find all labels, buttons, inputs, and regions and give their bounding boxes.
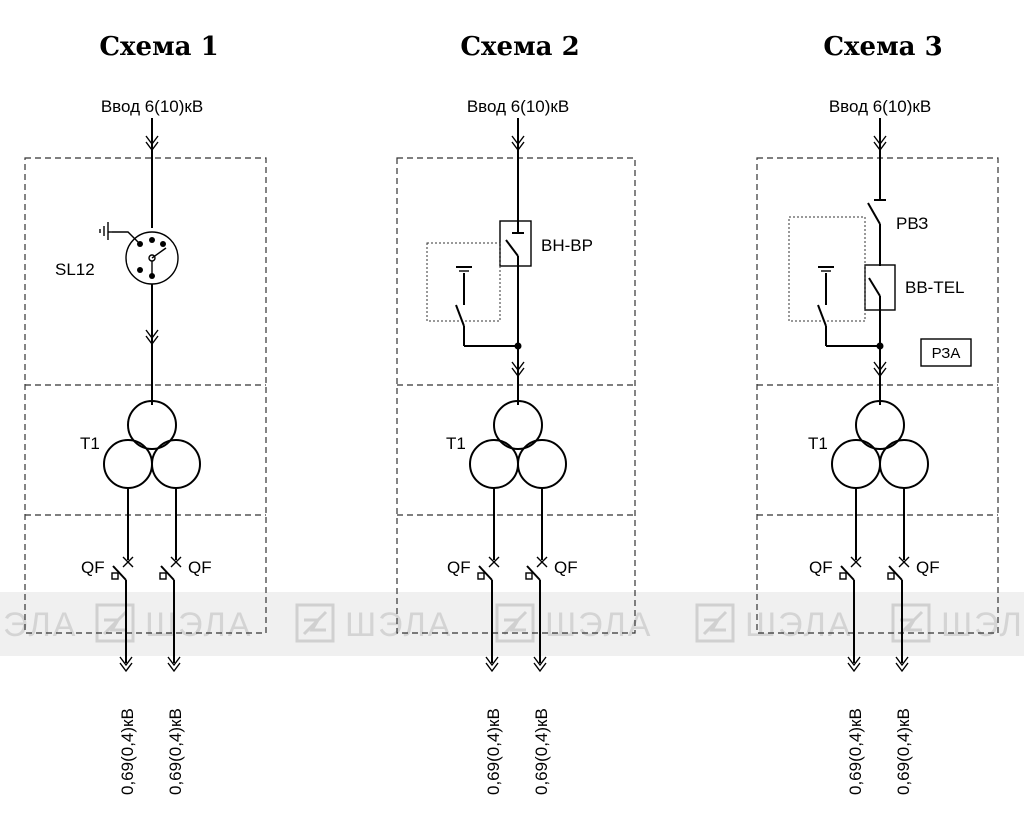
- cable-lug-icon: [873, 361, 887, 378]
- load-break-switch: [499, 220, 532, 350]
- switch-label: SL12: [55, 260, 95, 279]
- circuit-breaker-qf: [887, 556, 910, 581]
- breaker-label: QF: [554, 558, 578, 577]
- output-label: 0,69(0,4)кВ: [894, 708, 913, 795]
- input-label: Ввод 6(10)кВ: [467, 97, 569, 116]
- shela-logo-icon: [695, 603, 735, 643]
- transformer-label: T1: [808, 434, 828, 453]
- cable-lug-icon: [119, 656, 133, 673]
- cable-lug-icon: [533, 656, 547, 673]
- shela-logo-icon: [95, 603, 135, 643]
- watermark-text: ШЭЛА: [0, 606, 77, 644]
- ground-icon: [99, 222, 112, 240]
- circuit-breaker-qf: [477, 556, 500, 581]
- cable-lug-icon: [511, 361, 525, 378]
- transformer-label: T1: [446, 434, 466, 453]
- relay-protection-box: [920, 338, 972, 367]
- cable-lug-icon: [511, 135, 525, 152]
- disconnector-label: РВЗ: [896, 214, 928, 233]
- output-label: 0,69(0,4)кВ: [166, 708, 185, 795]
- watermark-text: ШЭЛА: [941, 606, 1024, 644]
- earthing-switch: [426, 242, 522, 350]
- switch-label: ВВ-TEL: [905, 278, 965, 297]
- watermark-text: ШЭЛА: [145, 606, 252, 644]
- output-label: 0,69(0,4)кВ: [532, 708, 551, 795]
- output-label: 0,69(0,4)кВ: [846, 708, 865, 795]
- input-label: Ввод 6(10)кВ: [101, 97, 203, 116]
- breaker-label: QF: [188, 558, 212, 577]
- transformer-t1: [103, 400, 201, 489]
- watermark-band: ШЭЛА ШЭЛА ШЭЛА ШЭЛА ШЭЛА ШЭЛА: [0, 592, 1024, 656]
- cable-lug-icon: [847, 656, 861, 673]
- breaker-label: QF: [447, 558, 471, 577]
- load-switch-sl12: [112, 231, 179, 285]
- cable-lug-icon: [485, 656, 499, 673]
- cabinet-frame: [756, 157, 999, 634]
- transformer-label: T1: [80, 434, 100, 453]
- output-label: 0,69(0,4)кВ: [484, 708, 503, 795]
- circuit-breaker-qf: [111, 556, 134, 581]
- cabinet-frame: [396, 157, 636, 634]
- watermark-text: ШЭЛА: [545, 606, 652, 644]
- scheme-3: Схема 3 Ввод 6(10)кВ РВЗ ВВ-TEL: [756, 32, 999, 795]
- shela-logo-icon: [295, 603, 335, 643]
- transformer-t1: [831, 400, 929, 489]
- cable-lug-icon: [895, 656, 909, 673]
- shela-logo-icon: [495, 603, 535, 643]
- scheme-title: Схема 3: [823, 32, 942, 62]
- cable-lug-icon: [145, 135, 159, 152]
- scheme-title: Схема 2: [460, 32, 579, 62]
- circuit-breaker-qf: [839, 556, 862, 581]
- cable-lug-icon: [145, 329, 159, 346]
- breaker-label: QF: [916, 558, 940, 577]
- transformer-t1: [469, 400, 567, 489]
- scheme-1: Схема 1 Ввод 6(10)кВ SL12: [24, 32, 267, 795]
- relay-label: РЗА: [932, 345, 961, 362]
- cabinet-frame: [24, 157, 267, 634]
- switch-label: ВН-ВР: [541, 236, 593, 255]
- scheme-title: Схема 1: [99, 32, 218, 62]
- cable-lug-icon: [873, 135, 887, 152]
- disconnector-rvz: [867, 199, 886, 266]
- circuit-breaker-qf: [525, 556, 548, 581]
- input-label: Ввод 6(10)кВ: [829, 97, 931, 116]
- earthing-switch: [788, 216, 884, 350]
- breaker-label: QF: [81, 558, 105, 577]
- circuit-breaker-qf: [159, 556, 182, 581]
- scheme-2: Схема 2 Ввод 6(10)кВ ВН-ВР: [396, 32, 636, 795]
- watermark-text: ШЭЛА: [345, 606, 452, 644]
- vacuum-breaker: [864, 264, 896, 346]
- cable-lug-icon: [167, 656, 181, 673]
- watermark-text: ШЭЛА: [745, 606, 852, 644]
- output-label: 0,69(0,4)кВ: [118, 708, 137, 795]
- breaker-label: QF: [809, 558, 833, 577]
- shela-logo-icon: [891, 603, 931, 643]
